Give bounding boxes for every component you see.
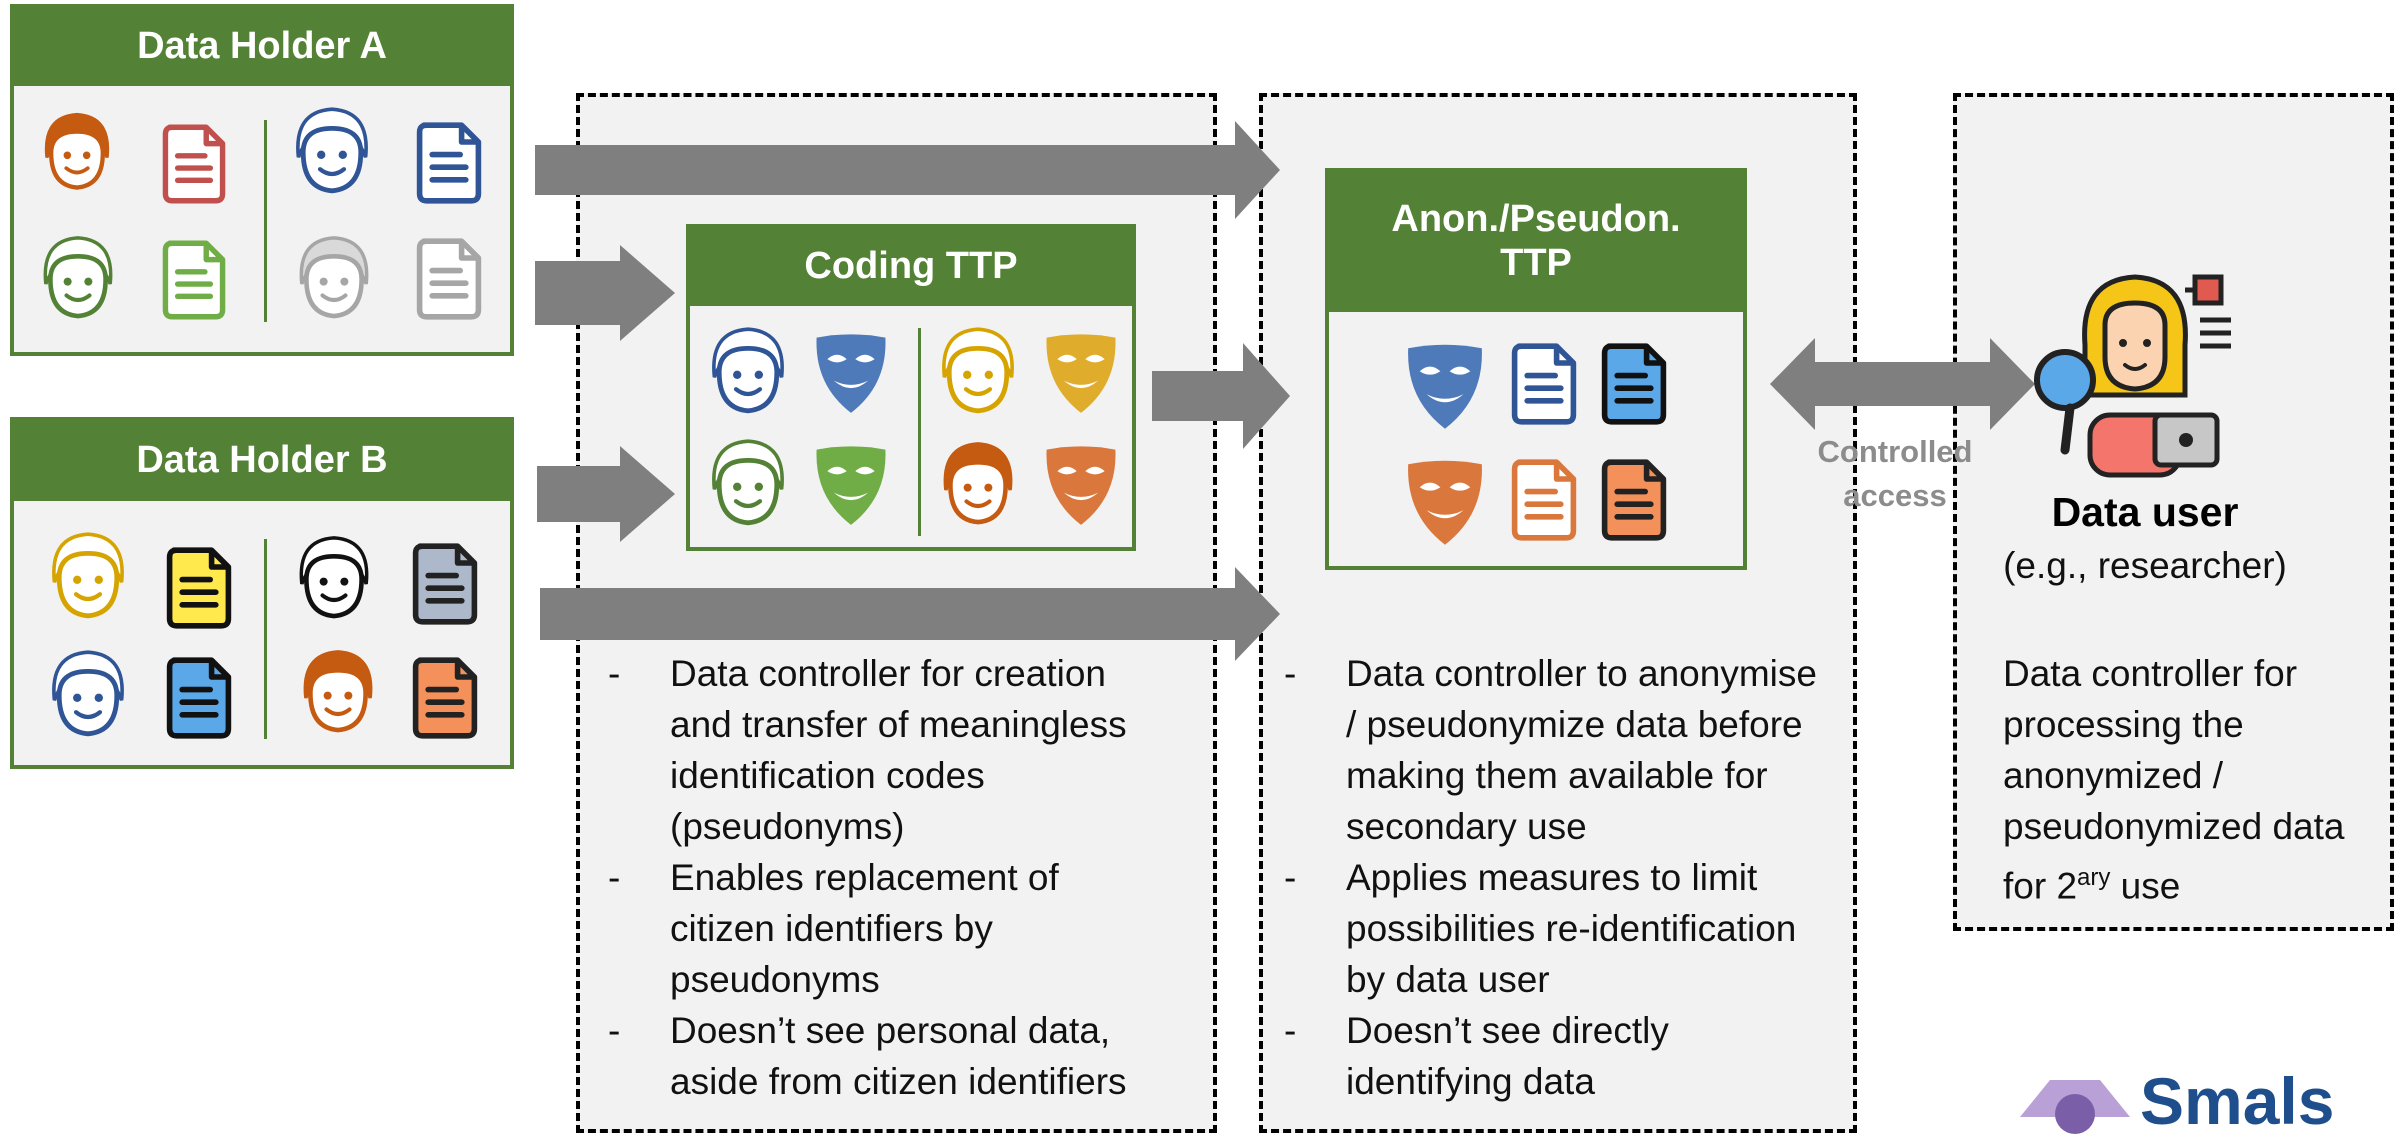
arrow-coding-to-anon (1152, 343, 1290, 449)
data-user-description-text: Data controller for processing the anony… (2003, 653, 2345, 907)
coding-ttp-title: Coding TTP (690, 228, 1132, 306)
mask-blue-icon (808, 324, 894, 420)
coding-ttp-bullet: Data controller for creation and transfe… (578, 648, 1158, 852)
document-lightblue-anon-icon (1599, 338, 1669, 430)
document-orange-anon-icon (1509, 454, 1579, 546)
document-red-icon (160, 120, 228, 208)
data-user-region (1953, 93, 2394, 931)
document-gray-icon (414, 234, 484, 324)
document-green-icon (160, 236, 228, 324)
researcher-icon (2034, 274, 2231, 478)
data-user-description-tail: use (2110, 865, 2181, 907)
arrow-holder-b-to-coding (537, 446, 675, 542)
anon-ttp-bullet: Applies measures to limit possibilities … (1254, 852, 1834, 1005)
person-blue-coding-icon (700, 320, 796, 420)
anon-ttp-title-line2: TTP (1500, 242, 1572, 284)
document-lightblue-icon (164, 653, 234, 743)
anon-ttp-title: Anon./Pseudon. TTP (1329, 172, 1743, 312)
person-green-coding-icon (700, 432, 796, 532)
document-blue-icon (414, 118, 484, 208)
person-orange-icon (34, 106, 120, 196)
data-user-description: Data controller for processing the anony… (2003, 648, 2378, 911)
arrow-holder-a-to-anon (535, 121, 1280, 219)
data-holder-a: Data Holder A (10, 4, 514, 356)
holder-a-title: Data Holder A (14, 8, 510, 86)
holder-b-title: Data Holder B (14, 421, 510, 501)
person-orange-coding-icon (932, 434, 1024, 532)
mask-gold-icon (1038, 324, 1124, 420)
controlled-access-line2: access (1843, 478, 1947, 513)
coding-ttp-description: Data controller for creation and transfe… (578, 648, 1158, 1107)
person-blue-icon (284, 100, 380, 200)
person-black-icon (288, 529, 380, 625)
anon-ttp-bullet: Data controller to anonymise / pseudonym… (1254, 648, 1834, 852)
mask-green-icon (808, 436, 894, 532)
arrow-controlled-access (1770, 338, 2035, 430)
data-user-description-sup: ary (2077, 864, 2111, 891)
person-gold-icon (40, 525, 136, 625)
data-holder-b: Data Holder B (10, 417, 514, 769)
smals-logo-text: Smals (2140, 1064, 2335, 1138)
smals-logo-icon (2020, 1080, 2130, 1134)
anon-ttp-description: Data controller to anonymise / pseudonym… (1254, 648, 1834, 1107)
document-yellow-icon (164, 543, 234, 633)
arrow-holder-a-to-coding (535, 245, 675, 341)
mask-blue-anon-icon (1399, 334, 1491, 436)
document-salmon-icon (410, 653, 480, 743)
document-blue-anon-icon (1509, 338, 1579, 430)
person-gray-icon (288, 230, 380, 324)
mask-orange-anon-icon (1399, 450, 1491, 552)
flow-arrows (535, 121, 2035, 661)
coding-ttp-bullet: Doesn’t see personal data, aside from ci… (578, 1005, 1158, 1107)
anon-ttp-title-line1: Anon./Pseudon. (1391, 198, 1681, 241)
person-gold-coding-icon (930, 320, 1026, 420)
data-user-title: Data user (2051, 489, 2239, 535)
coding-ttp-bullet: Enables replacement of citizen identifie… (578, 852, 1158, 1005)
document-salmon-anon-icon (1599, 454, 1669, 546)
mask-orange-icon (1038, 436, 1124, 532)
holder-b-divider (264, 539, 267, 739)
person-green-icon (32, 230, 124, 324)
anon-ttp-box: Anon./Pseudon. TTP (1325, 168, 1747, 570)
document-slate-icon (410, 539, 480, 629)
anon-ttp-bullet: Doesn’t see directly identifying data (1254, 1005, 1834, 1107)
arrow-holder-b-to-anon (540, 567, 1280, 661)
coding-ttp-divider (918, 328, 921, 536)
coding-ttp-box: Coding TTP (686, 224, 1136, 551)
person-blue-b-icon (40, 643, 136, 743)
controlled-access-line1: Controlled (1817, 434, 1973, 469)
data-user-subtitle: (e.g., researcher) (2003, 545, 2287, 586)
person-orange-b-icon (292, 643, 384, 739)
holder-a-divider (264, 120, 267, 322)
controlled-access-label: Controlled access (1800, 430, 1990, 518)
